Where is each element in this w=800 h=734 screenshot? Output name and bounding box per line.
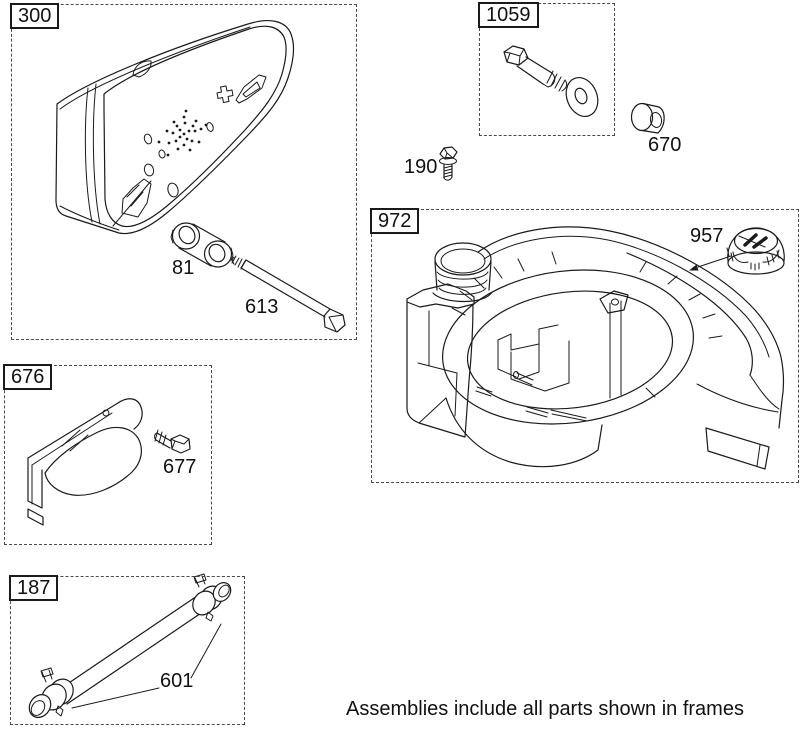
frame-300: 300 xyxy=(10,3,357,340)
shoulder-screw-1059-drawing xyxy=(503,45,568,92)
screw-613-drawing xyxy=(231,255,346,333)
part-label-670: 670 xyxy=(648,134,682,156)
screw-677-drawing xyxy=(154,429,191,454)
part-label-677: 677 xyxy=(163,456,197,478)
part-label-613: 613 xyxy=(245,296,279,318)
tank-body xyxy=(406,283,475,438)
brand-logo-emblem xyxy=(112,178,152,227)
frame-676: 676 xyxy=(3,364,212,545)
spacer-670-drawing xyxy=(630,102,665,134)
part-label-601: 601 xyxy=(160,670,194,692)
frame-1059: 1059 xyxy=(478,2,615,136)
part-label-81: 81 xyxy=(172,257,195,279)
bolt-190-drawing xyxy=(439,146,458,181)
frame-972-label: 972 xyxy=(370,208,420,234)
part-label-190: 190 xyxy=(404,156,438,178)
footer-note: Assemblies include all parts shown in fr… xyxy=(346,698,744,720)
pointer-arrow-957 xyxy=(689,255,732,271)
frame-676-label: 676 xyxy=(3,364,53,390)
washer-1059-drawing xyxy=(565,77,599,117)
frame-300-label: 300 xyxy=(10,3,60,29)
hose-601-drawing xyxy=(28,573,232,718)
gasket-81-drawing xyxy=(170,222,234,268)
frame-187-label: 187 xyxy=(9,575,59,601)
housing-ring-notches xyxy=(451,251,723,398)
leader-lines-601 xyxy=(71,623,222,709)
housing-interior-details xyxy=(475,300,622,422)
muffler-perforation-dots xyxy=(157,109,208,157)
muffler-drawing xyxy=(55,20,295,235)
fuel-cap-957-drawing xyxy=(726,227,785,275)
part-label-957: 957 xyxy=(690,225,724,247)
guard-676-drawing xyxy=(27,398,143,526)
frame-187: 187 xyxy=(9,575,245,725)
frame-972: 972 xyxy=(370,208,799,483)
frame-1059-label: 1059 xyxy=(478,2,539,28)
fuel-tank-housing-drawing xyxy=(406,226,784,470)
